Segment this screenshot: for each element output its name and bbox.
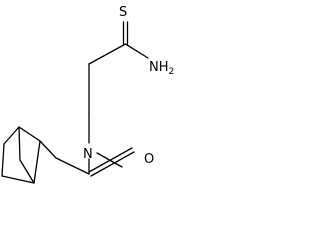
ring-bond-1	[18, 126, 41, 142]
thioamide-h-subscript: 2	[169, 67, 175, 77]
carbonyl-double-bond-a	[88, 147, 133, 173]
ethylene-linker	[88, 43, 127, 144]
chemical-structure: S NH2 N O	[1, 5, 174, 184]
carbonyl-group: O	[55, 147, 154, 177]
ring-bond-5	[33, 140, 41, 184]
thioamide-nh-label: NH	[149, 60, 169, 75]
chain-bond-1	[88, 43, 127, 65]
norbornane-ring	[1, 126, 57, 184]
ring-bond-4	[1, 175, 35, 184]
thioamide-nitrogen-atom: NH2	[149, 60, 174, 77]
ring-bridge-bond-2	[19, 159, 35, 184]
amine-nitrogen-atom: N	[83, 147, 93, 162]
thioamide-cn-bond	[124, 43, 149, 59]
ring-bond-3	[1, 143, 5, 177]
ring-bridge-bond-1	[18, 126, 21, 161]
thioamide-group: S NH2	[119, 5, 174, 77]
carbonyl-alpha-bond	[55, 157, 90, 175]
ring-to-ch2-bond	[39, 140, 57, 159]
thione-sulfur-atom: S	[119, 5, 127, 20]
ring-bond-2	[3, 126, 20, 145]
carbonyl-double-bond-b	[90, 151, 135, 177]
carbonyl-oxygen-atom: O	[144, 152, 154, 167]
